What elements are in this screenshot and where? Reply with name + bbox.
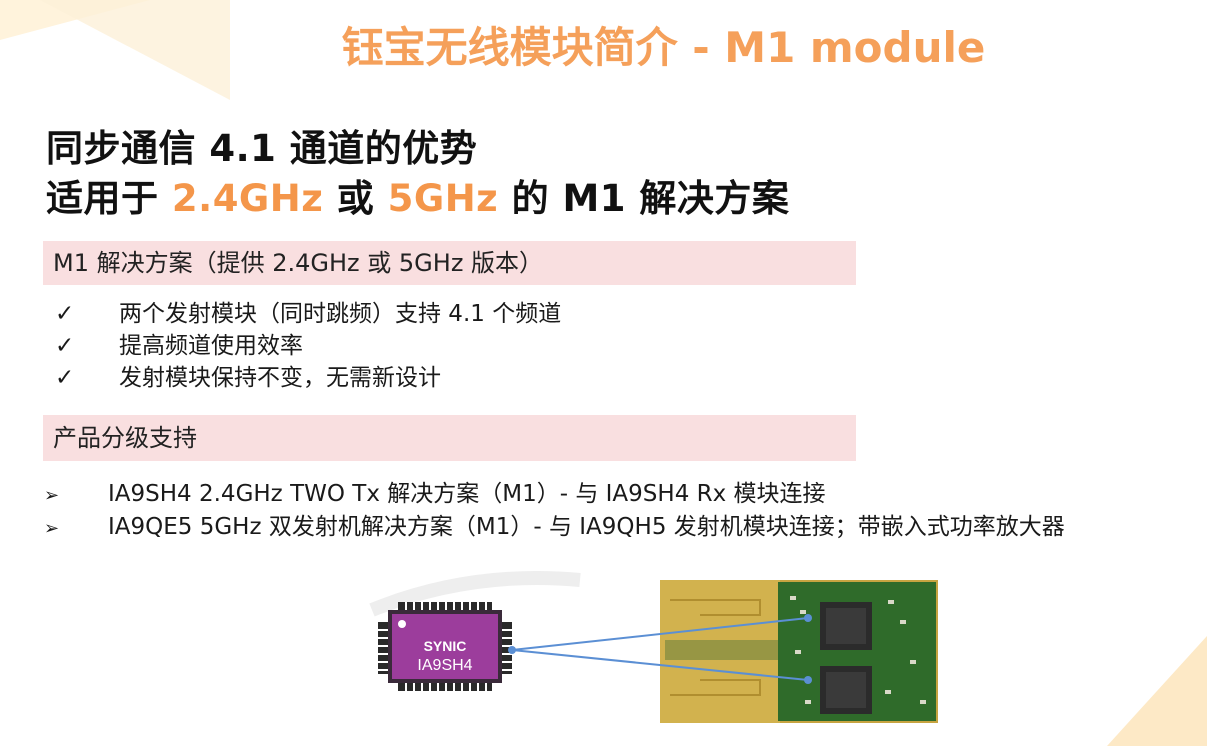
- headline-text: 适用于: [46, 177, 172, 220]
- headline-text: 的 M1 解决方案: [498, 177, 790, 220]
- product-list: ➢ IA9SH4 2.4GHz TWO Tx 解决方案（M1）- 与 IA9SH4…: [44, 478, 1065, 544]
- list-item: ✓ 两个发射模块（同时跳频）支持 4.1 个频道: [55, 298, 561, 330]
- headline-line-2: 适用于 2.4GHz 或 5GHz 的 M1 解决方案: [46, 168, 789, 222]
- watermark-arc: [369, 571, 581, 617]
- list-item-text: IA9SH4 2.4GHz TWO Tx 解决方案（M1）- 与 IA9SH4 …: [108, 481, 826, 507]
- list-item: ➢ IA9SH4 2.4GHz TWO Tx 解决方案（M1）- 与 IA9SH4…: [44, 478, 1065, 511]
- feature-list: ✓ 两个发射模块（同时跳频）支持 4.1 个频道 ✓ 提高频道使用效率 ✓ 发射模块保…: [55, 298, 561, 394]
- headline-line-1: 同步通信 4.1 通道的优势: [46, 127, 478, 170]
- headline-text: 或: [323, 177, 388, 220]
- check-icon: ✓: [55, 301, 75, 327]
- list-item-text: 两个发射模块（同时跳频）支持 4.1 个频道: [119, 301, 562, 327]
- list-item-text: IA9QE5 5GHz 双发射机解决方案（M1）- 与 IA9QH5 发射机模块…: [108, 514, 1065, 540]
- list-item: ➢ IA9QE5 5GHz 双发射机解决方案（M1）- 与 IA9QH5 发射机模…: [44, 511, 1065, 544]
- section-heading-m1-solution: M1 解决方案（提供 2.4GHz 或 5GHz 版本）: [43, 241, 856, 285]
- corner-decoration-bottom-right: [1107, 636, 1207, 746]
- arrow-bullet-icon: ➢: [44, 518, 60, 539]
- chip-model: IA9SH4: [417, 657, 472, 674]
- list-item-text: 提高频道使用效率: [119, 333, 303, 359]
- chip-brand: SYNIC: [424, 638, 467, 654]
- list-item: ✓ 提高频道使用效率: [55, 330, 561, 362]
- connector-dot: [804, 676, 812, 684]
- chip-pin-gaps: [378, 602, 512, 691]
- list-item: ✓ 发射模块保持不变，无需新设计: [55, 362, 561, 394]
- arrow-bullet-icon: ➢: [44, 485, 60, 506]
- check-icon: ✓: [55, 365, 75, 391]
- section-heading-product-tiers: 产品分级支持: [43, 415, 856, 461]
- check-icon: ✓: [55, 333, 75, 359]
- corner-decoration-top-left: [0, 0, 230, 100]
- connector-lines: [511, 617, 809, 681]
- connector-dot: [804, 614, 812, 622]
- chip-body: [392, 614, 498, 679]
- slide-title: 钰宝无线模块简介 - M1 module: [341, 23, 986, 72]
- chip-pin1-dot: [398, 620, 406, 628]
- module-board: [660, 580, 938, 723]
- headline-accent-5ghz: 5GHz: [387, 177, 499, 220]
- headline-accent-24ghz: 2.4GHz: [171, 177, 324, 220]
- connector-dot: [508, 646, 516, 654]
- list-item-text: 发射模块保持不变，无需新设计: [119, 365, 441, 391]
